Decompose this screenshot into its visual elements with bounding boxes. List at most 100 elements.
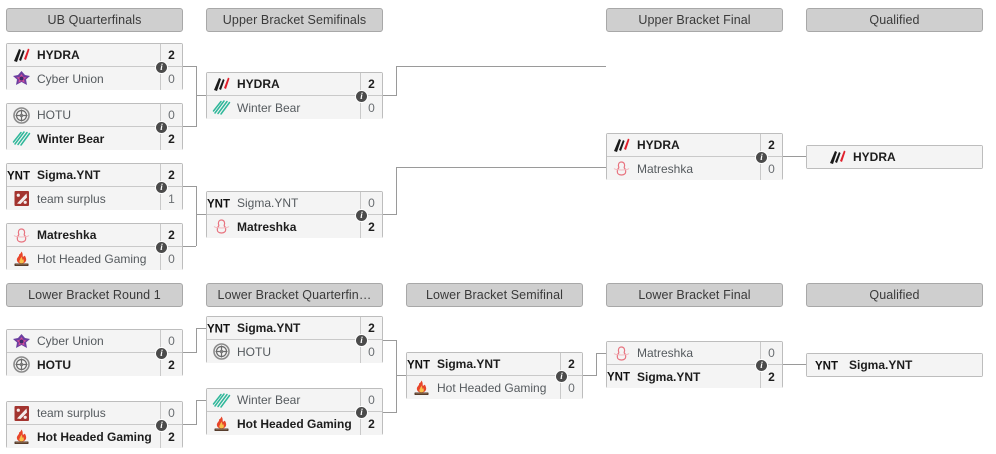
team-score: 0	[560, 376, 582, 399]
match-info-icon[interactable]: i	[555, 369, 568, 383]
match-row[interactable]: YNT Sigma.YNT 0	[207, 192, 382, 215]
match-row[interactable]: HOTU 2	[7, 353, 182, 376]
team-name: Sigma.YNT	[237, 321, 301, 335]
match-ub-final[interactable]: HYDRA 2 Matreshka 0 i	[606, 133, 783, 180]
team-name: HYDRA	[637, 138, 680, 152]
connector	[396, 66, 606, 67]
team-score: 0	[360, 96, 382, 119]
team-score: 0	[160, 247, 182, 270]
match-row[interactable]: HOTU 0	[207, 340, 382, 363]
match-info-icon[interactable]: i	[755, 150, 768, 164]
match-ub-sf1[interactable]: HYDRA 2 Winter Bear 0 i	[206, 72, 383, 119]
team-name: Matreshka	[237, 219, 297, 234]
match-lb-qf2[interactable]: Winter Bear 0 Hot Headed Gaming 2 i	[206, 388, 383, 435]
team-name: Sigma.YNT	[237, 196, 299, 210]
match-ub-qf3[interactable]: YNT Sigma.YNT 2 team surplus 1 i	[6, 163, 183, 210]
team-name: team surplus	[37, 191, 106, 206]
winter-bear-logo	[7, 128, 35, 149]
matreshka-logo	[7, 225, 35, 246]
match-row[interactable]: Cyber Union 0	[7, 67, 182, 90]
match-row[interactable]: Hot Headed Gaming 0	[407, 376, 582, 399]
match-info-icon[interactable]: i	[355, 89, 368, 103]
qualified-lb-sigma-ynt[interactable]: YNT Sigma.YNT	[806, 353, 983, 377]
team-name: Sigma.YNT	[637, 369, 701, 384]
match-row[interactable]: Winter Bear 0	[207, 389, 382, 412]
team-score: 2	[360, 412, 382, 435]
match-row[interactable]: Cyber Union 0	[7, 330, 182, 353]
match-info-icon[interactable]: i	[155, 120, 168, 134]
hot-headed-logo	[7, 248, 35, 269]
match-row[interactable]: Hot Headed Gaming 2	[207, 412, 382, 435]
team-score: 1	[160, 187, 182, 210]
team-name: Winter Bear	[237, 100, 301, 115]
match-ub-qf4[interactable]: Matreshka 2 Hot Headed Gaming 0 i	[6, 223, 183, 270]
match-row[interactable]: Winter Bear 2	[7, 127, 182, 150]
match-info-icon[interactable]: i	[155, 180, 168, 194]
connector	[396, 375, 397, 413]
match-lb-final[interactable]: Matreshka 0 YNT Sigma.YNT 2 i	[606, 341, 783, 388]
match-ub-sf2[interactable]: YNT Sigma.YNT 0 Matreshka 2 i	[206, 191, 383, 238]
team-name: Winter Bear	[37, 131, 105, 146]
match-row[interactable]: YNT Sigma.YNT 2	[407, 353, 582, 376]
match-ub-qf2[interactable]: HOTU 0 Winter Bear 2 i	[6, 103, 183, 150]
team-name: HOTU	[237, 344, 271, 359]
match-row[interactable]: YNT Sigma.YNT 2	[607, 365, 782, 388]
connector	[183, 186, 196, 187]
team-score: 2	[160, 44, 182, 66]
team-name: HOTU	[37, 108, 71, 122]
team-name: Winter Bear	[237, 393, 301, 407]
team-name: team surplus	[37, 406, 106, 420]
match-row[interactable]: Matreshka 0	[607, 157, 782, 180]
match-row[interactable]: YNT Sigma.YNT 2	[7, 164, 182, 187]
team-name: HYDRA	[853, 150, 896, 164]
team-score: 0	[160, 330, 182, 352]
connector	[196, 214, 206, 215]
match-lb-r1-1[interactable]: Cyber Union 0 HOTU 2 i	[6, 329, 183, 376]
svg-text:YNT: YNT	[207, 323, 230, 335]
match-row[interactable]: YNT Sigma.YNT	[807, 354, 982, 376]
match-row[interactable]: HYDRA 2	[7, 44, 182, 67]
match-row[interactable]: Winter Bear 0	[207, 96, 382, 119]
ynt-logo: YNT	[207, 318, 235, 339]
connector	[596, 353, 597, 376]
match-row[interactable]: Hot Headed Gaming 2	[7, 425, 182, 448]
match-ub-qf1[interactable]: HYDRA 2 Cyber Union 0 i	[6, 43, 183, 90]
team-name: HOTU	[37, 357, 71, 372]
match-info-icon[interactable]: i	[755, 358, 768, 372]
match-row[interactable]: team surplus 0	[7, 402, 182, 425]
qualified-ub-hydra[interactable]: HYDRA	[806, 145, 983, 169]
team-name: Hot Headed Gaming	[437, 380, 547, 395]
team-score: 0	[360, 389, 382, 411]
match-info-icon[interactable]: i	[155, 418, 168, 432]
match-row[interactable]: HOTU 0	[7, 104, 182, 127]
match-row[interactable]: Matreshka 0	[607, 342, 782, 365]
team-name: Sigma.YNT	[37, 168, 101, 182]
hydra-logo	[607, 135, 635, 156]
match-row[interactable]: HYDRA 2	[607, 134, 782, 157]
match-row[interactable]: YNT Sigma.YNT 2	[207, 317, 382, 340]
match-info-icon[interactable]: i	[155, 60, 168, 74]
connector	[183, 424, 196, 425]
match-info-icon[interactable]: i	[355, 405, 368, 419]
connector	[196, 400, 197, 425]
ynt-logo: YNT	[407, 354, 435, 375]
team-score: 2	[760, 365, 782, 388]
match-lb-semifinal[interactable]: YNT Sigma.YNT 2 Hot Headed Gaming 0 i	[406, 352, 583, 399]
svg-text:YNT: YNT	[815, 360, 838, 372]
team-name: Sigma.YNT	[849, 358, 913, 372]
match-info-icon[interactable]: i	[355, 208, 368, 222]
match-info-icon[interactable]: i	[355, 333, 368, 347]
match-row[interactable]: HYDRA	[807, 146, 982, 168]
match-lb-qf1[interactable]: YNT Sigma.YNT 2 HOTU 0 i	[206, 316, 383, 363]
match-row[interactable]: team surplus 1	[7, 187, 182, 210]
match-row[interactable]: Matreshka 2	[7, 224, 182, 247]
match-row[interactable]: Hot Headed Gaming 0	[7, 247, 182, 270]
match-info-icon[interactable]: i	[155, 346, 168, 360]
match-lb-r1-2[interactable]: team surplus 0 Hot Headed Gaming 2 i	[6, 401, 183, 448]
team-surplus-logo	[7, 403, 35, 424]
match-info-icon[interactable]: i	[155, 240, 168, 254]
connector	[383, 95, 396, 96]
matreshka-logo	[607, 343, 635, 364]
match-row[interactable]: Matreshka 2	[207, 215, 382, 238]
match-row[interactable]: HYDRA 2	[207, 73, 382, 96]
